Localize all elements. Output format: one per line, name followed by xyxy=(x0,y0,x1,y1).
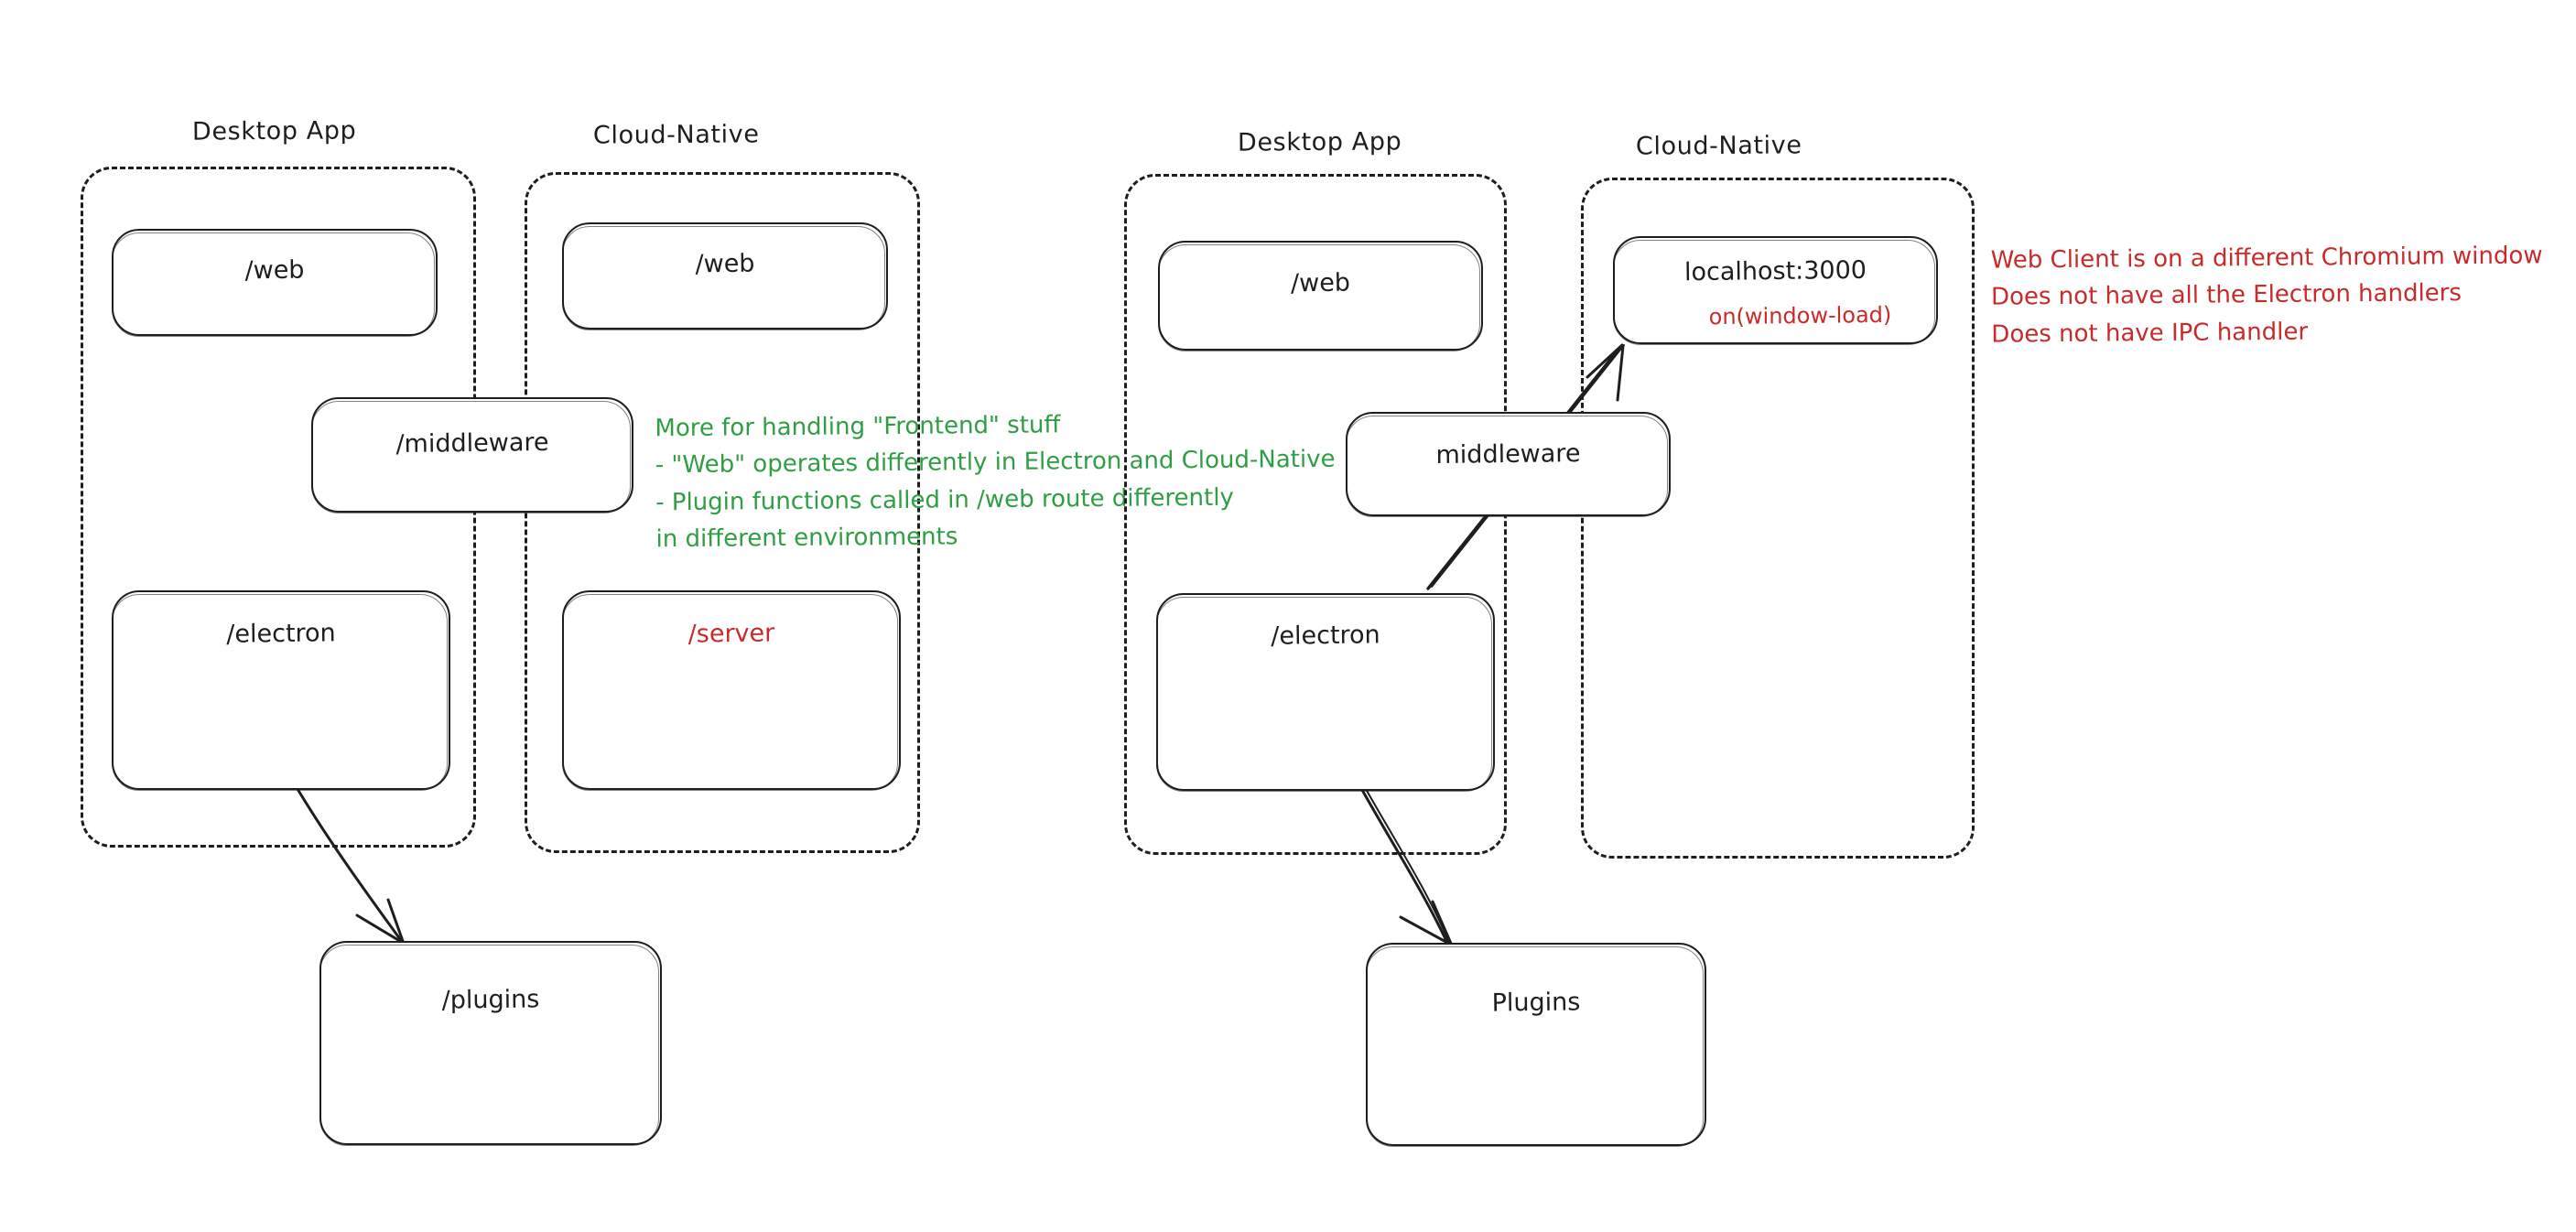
annotation-green-line-0: More for handling "Frontend" stuff xyxy=(655,411,1061,443)
cluster-cloud-native-right xyxy=(1581,178,1975,859)
node-electron-right[interactable]: /electron xyxy=(1155,593,1495,792)
node-middleware-left[interactable]: /middleware xyxy=(310,397,633,513)
node-label-plugins-right: Plugins xyxy=(1491,988,1581,1018)
node-server-left[interactable]: /server xyxy=(561,590,901,791)
node-label-server-left: /server xyxy=(687,619,775,649)
node-label-middleware-left: /middleware xyxy=(395,427,549,459)
node-label-electron-right: /electron xyxy=(1271,621,1380,651)
cluster-cloud-native-left xyxy=(525,172,920,853)
annotation-red-web-client: Web Client is on a different Chromium wi… xyxy=(1990,237,2543,352)
annotation-red-line-0: Web Client is on a different Chromium wi… xyxy=(1990,242,2543,275)
node-label-electron-left: /electron xyxy=(226,619,336,649)
node-middleware-right[interactable]: middleware xyxy=(1345,412,1671,517)
cluster-label-desktop-app-left: Desktop App xyxy=(191,116,357,146)
node-electron-left[interactable]: /electron xyxy=(111,590,450,791)
node-label-middleware-right: middleware xyxy=(1435,439,1581,470)
node-label-on-window-load: on(window-load) xyxy=(1708,301,1892,330)
cluster-label-cloud-native-right: Cloud-Native xyxy=(1635,131,1802,161)
annotation-red-line-2: Does not have IPC handler xyxy=(1991,318,2309,349)
node-web-cloud-left[interactable]: /web xyxy=(561,222,888,330)
node-web-desktop-left[interactable]: /web xyxy=(111,229,438,337)
node-label-web-desktop-left: /web xyxy=(244,255,305,286)
node-plugins-right[interactable]: Plugins xyxy=(1365,943,1706,1147)
annotation-red-line-1: Does not have all the Electron handlers xyxy=(1990,279,2462,311)
annotation-green-line-3: in different environments xyxy=(655,523,958,554)
node-label-web-desktop-right: /web xyxy=(1290,268,1351,298)
node-label-plugins-left: /plugins xyxy=(441,985,540,1015)
node-label-localhost-3000: localhost:3000 xyxy=(1683,255,1867,287)
node-label-web-cloud-left: /web xyxy=(695,249,755,279)
node-localhost-3000[interactable]: localhost:3000 on(window-load) xyxy=(1612,236,1938,345)
cluster-label-desktop-app-right: Desktop App xyxy=(1237,127,1402,157)
node-web-desktop-right[interactable]: /web xyxy=(1157,241,1483,351)
cluster-label-cloud-native-left: Cloud-Native xyxy=(592,120,760,150)
node-plugins-left[interactable]: /plugins xyxy=(319,941,662,1146)
